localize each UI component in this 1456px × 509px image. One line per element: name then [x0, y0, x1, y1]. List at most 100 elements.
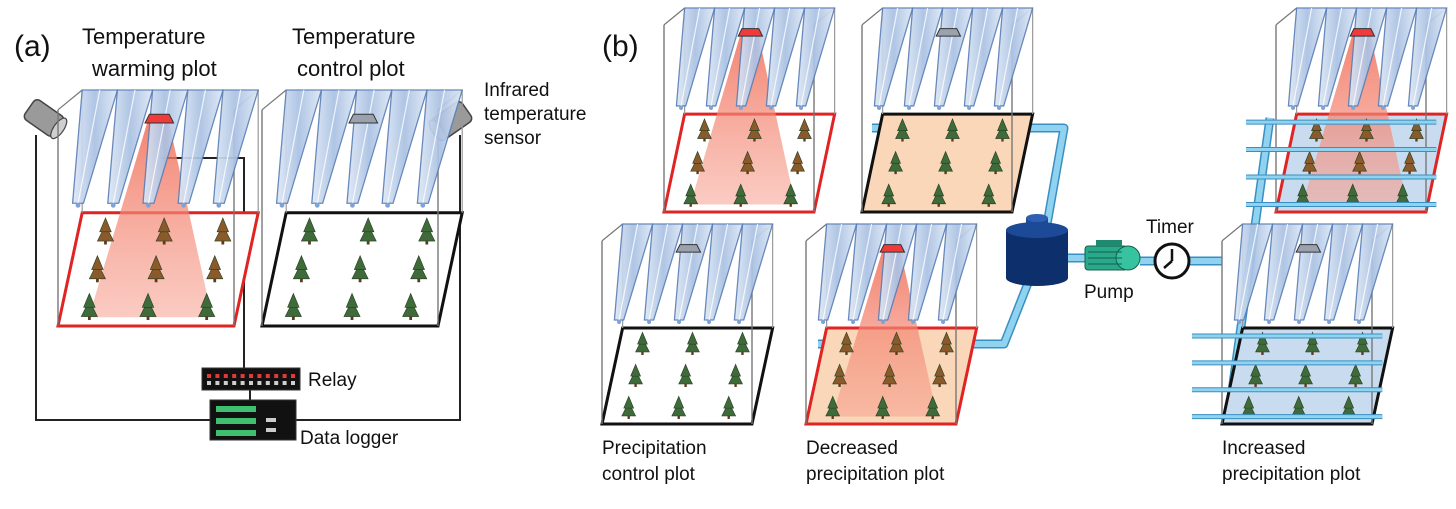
frame-beam [1221, 223, 1244, 242]
tree-icon [895, 118, 910, 142]
tree-icon [839, 331, 854, 355]
tree-icon [88, 254, 106, 283]
tree-icon [628, 363, 643, 387]
pump [1084, 240, 1141, 271]
frame-beam [861, 7, 884, 26]
tree-icon [621, 395, 637, 419]
tree-icon [995, 118, 1010, 142]
tree-icon [147, 254, 165, 283]
tree-icon [155, 217, 173, 245]
tree-icon [678, 363, 693, 387]
relay-switch [223, 381, 228, 385]
heat-cone [690, 36, 796, 205]
panel-fold [998, 7, 1019, 107]
relay-switch [232, 381, 237, 385]
warming-plot-title-line1: Temperature [82, 24, 206, 49]
drip-outlet [769, 105, 774, 110]
tree-icon [888, 150, 903, 175]
dummy-heater [675, 244, 702, 253]
tree-icon [1248, 363, 1263, 387]
panel-fold [648, 223, 669, 321]
panel-fold [147, 89, 171, 204]
drip-outlet [851, 319, 856, 325]
panel-fold [218, 89, 242, 204]
tree-icon [96, 217, 115, 245]
tree-icon [671, 395, 687, 419]
drip-outlet [146, 202, 151, 208]
plots-layer [56, 7, 1449, 426]
rain-shelter-panel [1407, 7, 1448, 107]
dummy-heater [1295, 244, 1322, 253]
panel-fold [1412, 7, 1433, 107]
drip-outlet [181, 202, 187, 208]
tree-icon [1309, 118, 1324, 142]
infrared-heater [879, 244, 906, 253]
drip-outlet [1237, 319, 1242, 325]
frame-beam [663, 7, 686, 26]
temperature-warming-plot [56, 89, 261, 328]
panel-fold [183, 89, 206, 204]
panel-b-label: (b) [602, 30, 639, 63]
sensor-label-line2: temperature [484, 104, 586, 125]
tree-icon [783, 183, 799, 207]
increased-caption-line2: precipitation plot [1222, 464, 1361, 485]
tree-icon [945, 118, 960, 142]
rain-shelter-panel [993, 7, 1034, 107]
relay-switch [291, 381, 295, 385]
rain-shelter-panel [1353, 223, 1394, 321]
drip-outlet [877, 105, 882, 110]
drip-outlet [911, 319, 916, 325]
frame-beam [1275, 7, 1298, 26]
panel-fold [740, 7, 761, 107]
tree-icon [925, 395, 941, 419]
panel-fold [770, 7, 791, 107]
data-logger-label: Data logger [300, 428, 399, 449]
timer-clock-icon [1153, 242, 1191, 280]
panel-fold [938, 7, 959, 107]
warming-plot-title-line2: warming plot [91, 56, 217, 81]
drip-outlet [1321, 105, 1326, 110]
tree-icon [1298, 363, 1313, 387]
panel-fold [1268, 223, 1289, 321]
drip-outlet [1327, 319, 1332, 325]
relay-switch [257, 381, 262, 385]
panel-fold [1322, 7, 1343, 107]
tree-icon [728, 363, 743, 387]
tree-icon [981, 183, 997, 207]
relay-led [207, 374, 211, 378]
drip-outlet [1357, 319, 1362, 325]
drip-outlet [737, 319, 742, 325]
drip-outlet [907, 105, 912, 110]
panel-a: (a) Temperature warming plot Temperature… [14, 24, 586, 449]
relay-led [282, 374, 287, 378]
tree-icon [1302, 150, 1317, 175]
tree-icon [1352, 150, 1367, 175]
timer-label: Timer [1146, 217, 1195, 238]
tree-icon [939, 331, 954, 355]
drip-outlet [75, 202, 81, 208]
drip-outlet [110, 202, 116, 208]
drip-outlet [1291, 105, 1296, 110]
drip-outlet [707, 319, 712, 325]
drip-outlet [420, 202, 426, 208]
tree-icon [932, 363, 947, 387]
panel-fold [708, 223, 729, 321]
tree-icon [206, 254, 224, 283]
drip-outlet [1411, 105, 1416, 110]
relay-switch [274, 381, 279, 385]
panel-fold [710, 7, 731, 107]
tree-icon [797, 118, 812, 142]
relay-led [291, 374, 295, 378]
relay-switch [249, 381, 253, 385]
decreased-precipitation-plot [804, 223, 979, 426]
panel-fold [77, 89, 101, 204]
relay-led [249, 374, 253, 378]
tree-icon [418, 217, 436, 245]
tree-icon [721, 395, 737, 419]
tree-icon [825, 395, 841, 419]
drip-outlet [679, 105, 684, 110]
panel-fold [618, 223, 639, 321]
panel-fold [316, 89, 340, 204]
pump-label: Pump [1084, 282, 1134, 303]
infrared-sensor-left [23, 99, 68, 140]
